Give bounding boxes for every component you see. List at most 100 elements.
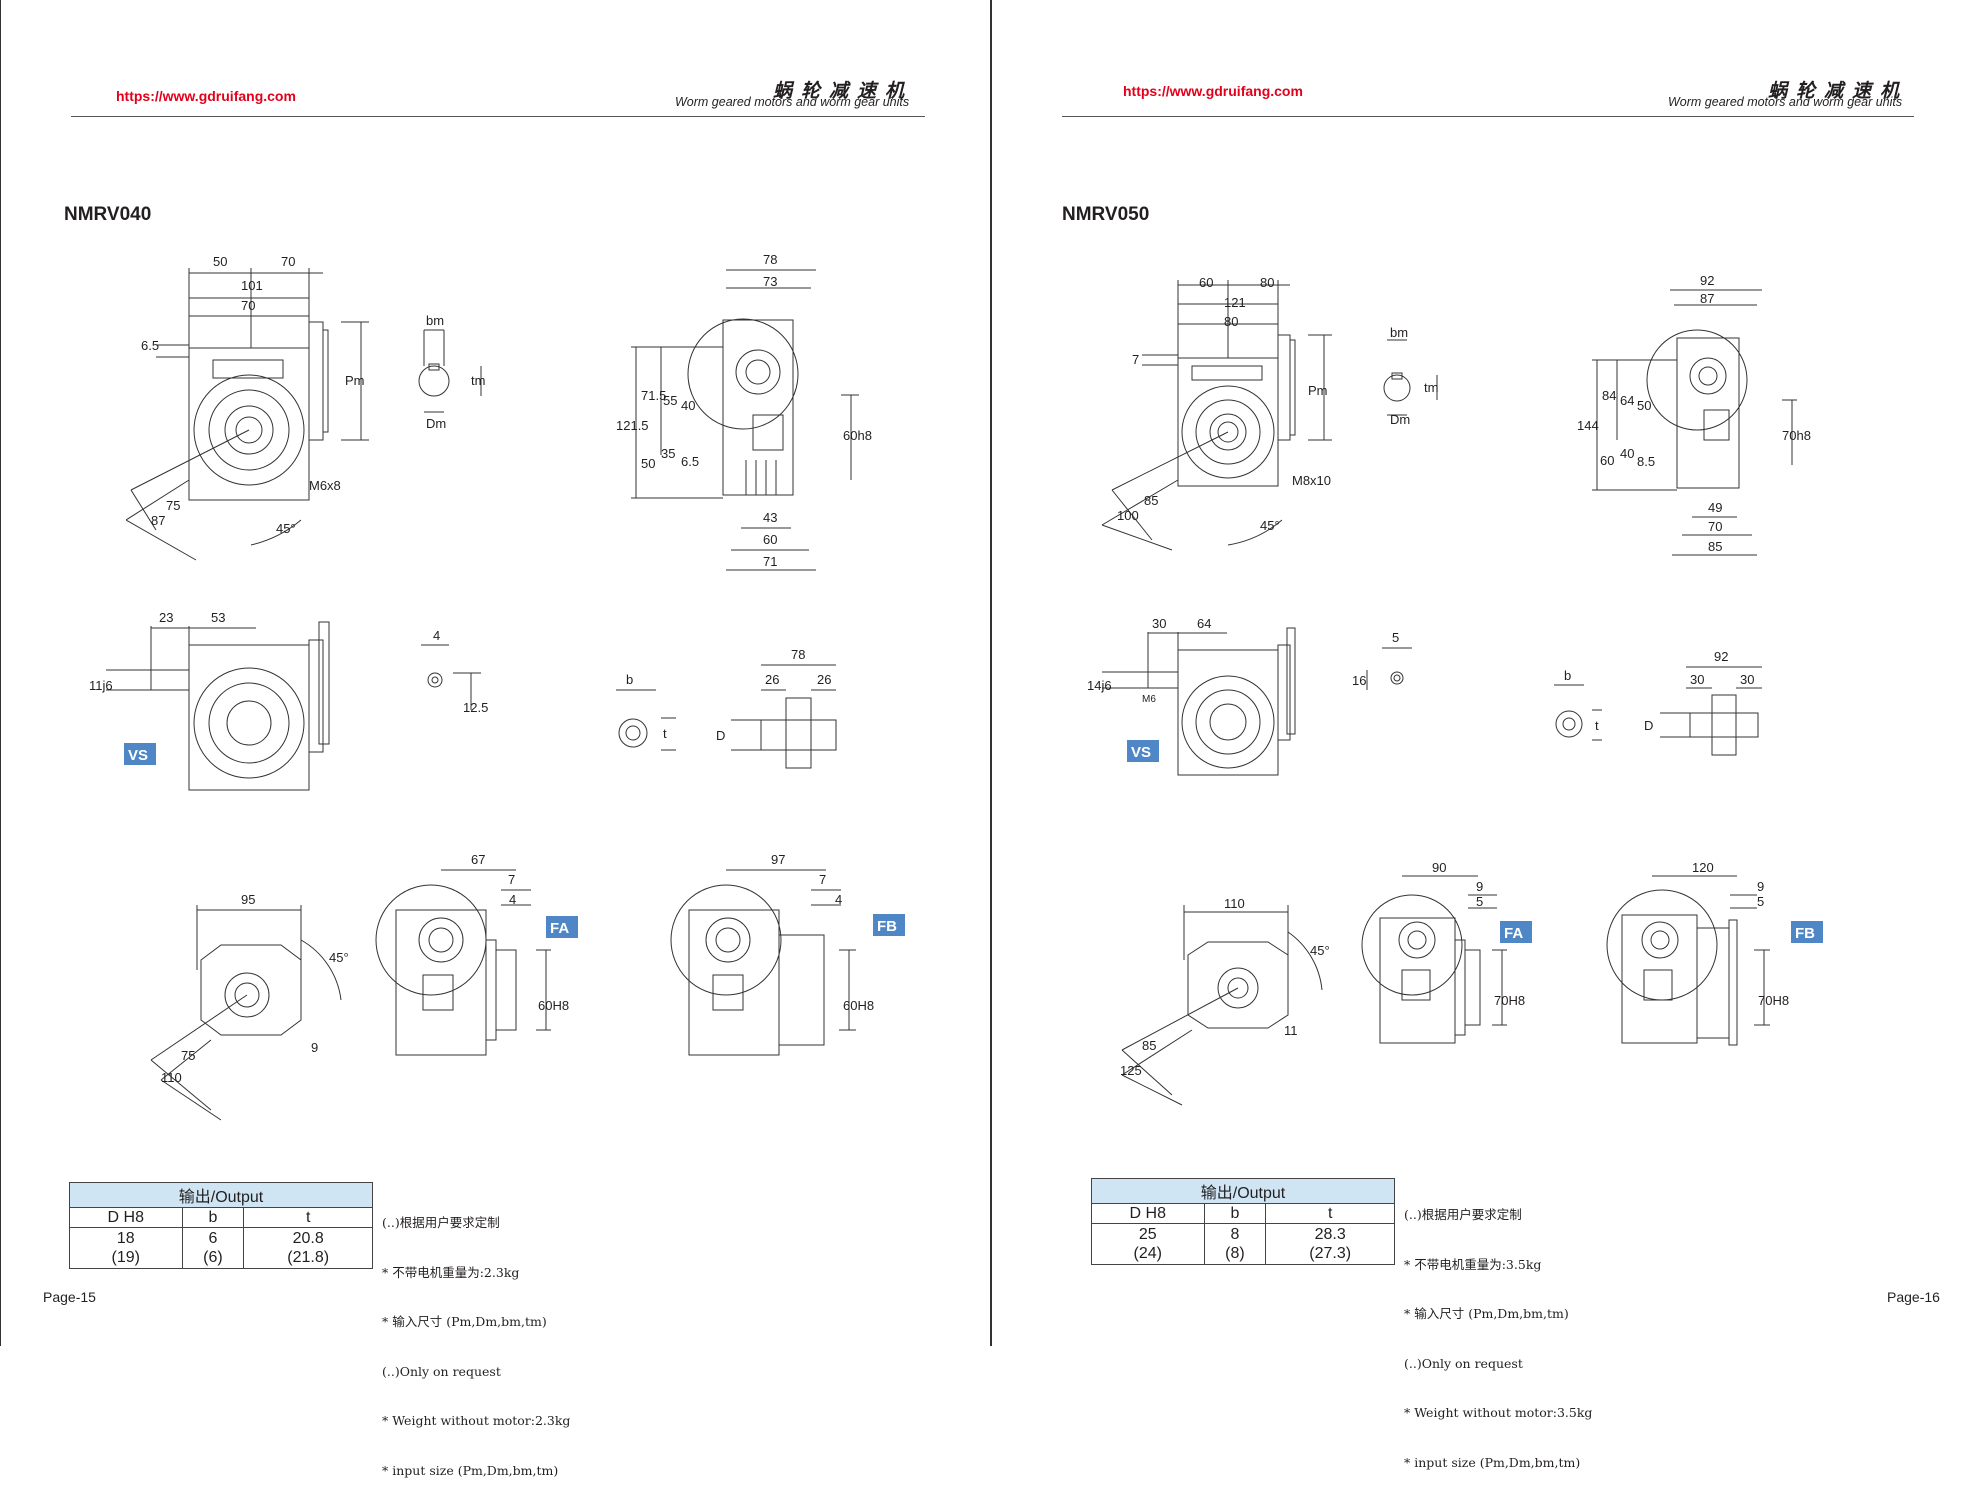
note-line: * input size (Pm,Dm,bm,tm) <box>382 1462 559 1478</box>
val-b: 8 (8) <box>1203 1223 1267 1265</box>
table-header: 输出/Output <box>1091 1178 1395 1204</box>
dim-64-vs: 64 <box>1197 616 1211 631</box>
badge-fa: FA <box>1504 925 1523 942</box>
dim-80: 80 <box>1224 314 1238 329</box>
dim-11: 11 <box>1284 1023 1298 1038</box>
page-number: Page-16 <box>1887 1289 1940 1305</box>
page-number: Page-15 <box>43 1289 96 1305</box>
dim-dm: Dm <box>426 416 446 431</box>
dim-80-top: 80 <box>1260 275 1274 290</box>
notes-block: (..)根据用户要求定制 * 不带电机重量为:2.3kg * 输入尺寸 (Pm,… <box>382 1182 570 1512</box>
dim-5: 5 <box>1392 630 1399 645</box>
dim-b: b <box>1564 668 1571 683</box>
note-line: * Weight without motor:2.3kg <box>382 1413 571 1428</box>
website-url[interactable]: https://www.gdruifang.com <box>116 88 296 104</box>
col-b: b <box>181 1207 245 1228</box>
website-url[interactable]: https://www.gdruifang.com <box>1123 83 1303 99</box>
note-line: * 输入尺寸 (Pm,Dm,bm,tm) <box>1404 1306 1569 1321</box>
drawing-nmrv050: 60 80 121 80 7 Pm M8x10 85 100 45° bm tm… <box>1087 273 1823 1106</box>
title-english: Worm geared motors and worm gear units <box>1668 95 1903 109</box>
dim-5-fa: 5 <box>1476 894 1483 909</box>
dim-m6: M6 <box>1142 694 1156 705</box>
col-t: t <box>243 1207 373 1228</box>
note-line: (..)根据用户要求定制 <box>382 1215 500 1230</box>
dim-8-5: 8.5 <box>1637 454 1655 469</box>
note-line: * 不带电机重量为:3.5kg <box>1404 1256 1542 1272</box>
dim-dm: Dm <box>1390 412 1410 427</box>
badge-vs: VS <box>1131 744 1151 761</box>
dim-12-5: 12.5 <box>463 700 488 715</box>
dim-5-fb: 5 <box>1757 894 1764 909</box>
dim-84: 84 <box>1602 388 1616 403</box>
dim-64: 64 <box>1620 393 1634 408</box>
dim-144: 144 <box>1577 418 1599 433</box>
dim-60h8: 60h8 <box>843 428 872 443</box>
dim-4: 4 <box>433 628 440 643</box>
dim-49: 49 <box>1708 500 1722 515</box>
val-dh8: 25 (24) <box>1091 1223 1205 1265</box>
dim-92-hollow: 92 <box>1714 649 1728 664</box>
dim-90: 90 <box>1432 860 1446 875</box>
dim-70h8-fb: 70H8 <box>1758 993 1789 1008</box>
dim-9-fa: 9 <box>1476 879 1483 894</box>
title-english: Worm geared motors and worm gear units <box>675 95 910 109</box>
dim-125: 125 <box>1120 1063 1142 1078</box>
badge-fb: FB <box>877 918 897 935</box>
dim-75: 75 <box>166 498 180 513</box>
dim-26-left: 26 <box>765 672 779 687</box>
header-rule <box>1062 116 1914 117</box>
dim-45deg: 45° <box>1260 518 1280 533</box>
dim-7: 7 <box>1132 352 1139 367</box>
dim-16: 16 <box>1352 673 1366 688</box>
gearbox-body <box>188 347 310 501</box>
dim-43: 43 <box>763 510 777 525</box>
col-t: t <box>1265 1203 1395 1224</box>
dim-73: 73 <box>763 274 777 289</box>
dim-110-flange: 110 <box>1224 896 1245 911</box>
dim-m6x8: M6x8 <box>309 478 341 493</box>
dim-120: 120 <box>1692 860 1714 875</box>
dim-110: 110 <box>161 1070 182 1085</box>
dim-30-left: 30 <box>1690 672 1704 687</box>
dim-30-right: 30 <box>1740 672 1754 687</box>
dim-101: 101 <box>241 278 263 293</box>
dim-m8x10: M8x10 <box>1292 473 1331 488</box>
dim-14j6: 14j6 <box>1087 678 1112 693</box>
dim-t: t <box>663 726 667 741</box>
dim-6-5-side: 6.5 <box>681 454 699 469</box>
col-dh8: D H8 <box>69 1207 183 1228</box>
val-b: 6 (6) <box>181 1227 245 1269</box>
note-line: * 输入尺寸 (Pm,Dm,bm,tm) <box>382 1314 547 1329</box>
title-chinese: 蜗轮减速机 <box>773 80 914 102</box>
note-line: (..)Only on request <box>382 1363 501 1379</box>
note-line: (..)根据用户要求定制 <box>1404 1207 1522 1222</box>
header-rule <box>71 116 925 117</box>
title-chinese: 蜗轮减速机 <box>1768 80 1909 102</box>
dim-70h8-fa: 70H8 <box>1494 993 1525 1008</box>
dim-bm: bm <box>426 313 444 328</box>
dim-95: 95 <box>241 892 255 907</box>
page-left: https://www.gdruifang.com 蜗轮减速机 Worm gea… <box>0 0 991 1478</box>
dim-26-right: 26 <box>817 672 831 687</box>
dim-7-fa: 7 <box>508 872 515 887</box>
dim-85-flange: 85 <box>1142 1038 1156 1053</box>
dim-97: 97 <box>771 852 785 867</box>
model-title: NMRV040 <box>64 204 152 225</box>
dim-d: D <box>1644 718 1653 733</box>
dim-85: 85 <box>1144 493 1158 508</box>
dim-75-flange: 75 <box>181 1048 195 1063</box>
dim-pm: Pm <box>1308 383 1328 398</box>
col-dh8: D H8 <box>1091 1203 1205 1224</box>
dim-121: 121 <box>1224 295 1246 310</box>
dim-50: 50 <box>213 254 227 269</box>
dim-30: 30 <box>1152 616 1166 631</box>
dim-t: t <box>1595 718 1599 733</box>
dim-b: b <box>626 672 633 687</box>
val-dh8: 18 (19) <box>69 1227 183 1269</box>
model-title: NMRV050 <box>1062 204 1150 225</box>
dim-55: 55 <box>663 393 677 408</box>
dim-78: 78 <box>763 252 777 267</box>
notes-block: (..)根据用户要求定制 * 不带电机重量为:3.5kg * 输入尺寸 (Pm,… <box>1404 1174 1592 1504</box>
dim-bm: bm <box>1390 325 1408 340</box>
dim-d: D <box>716 728 725 743</box>
